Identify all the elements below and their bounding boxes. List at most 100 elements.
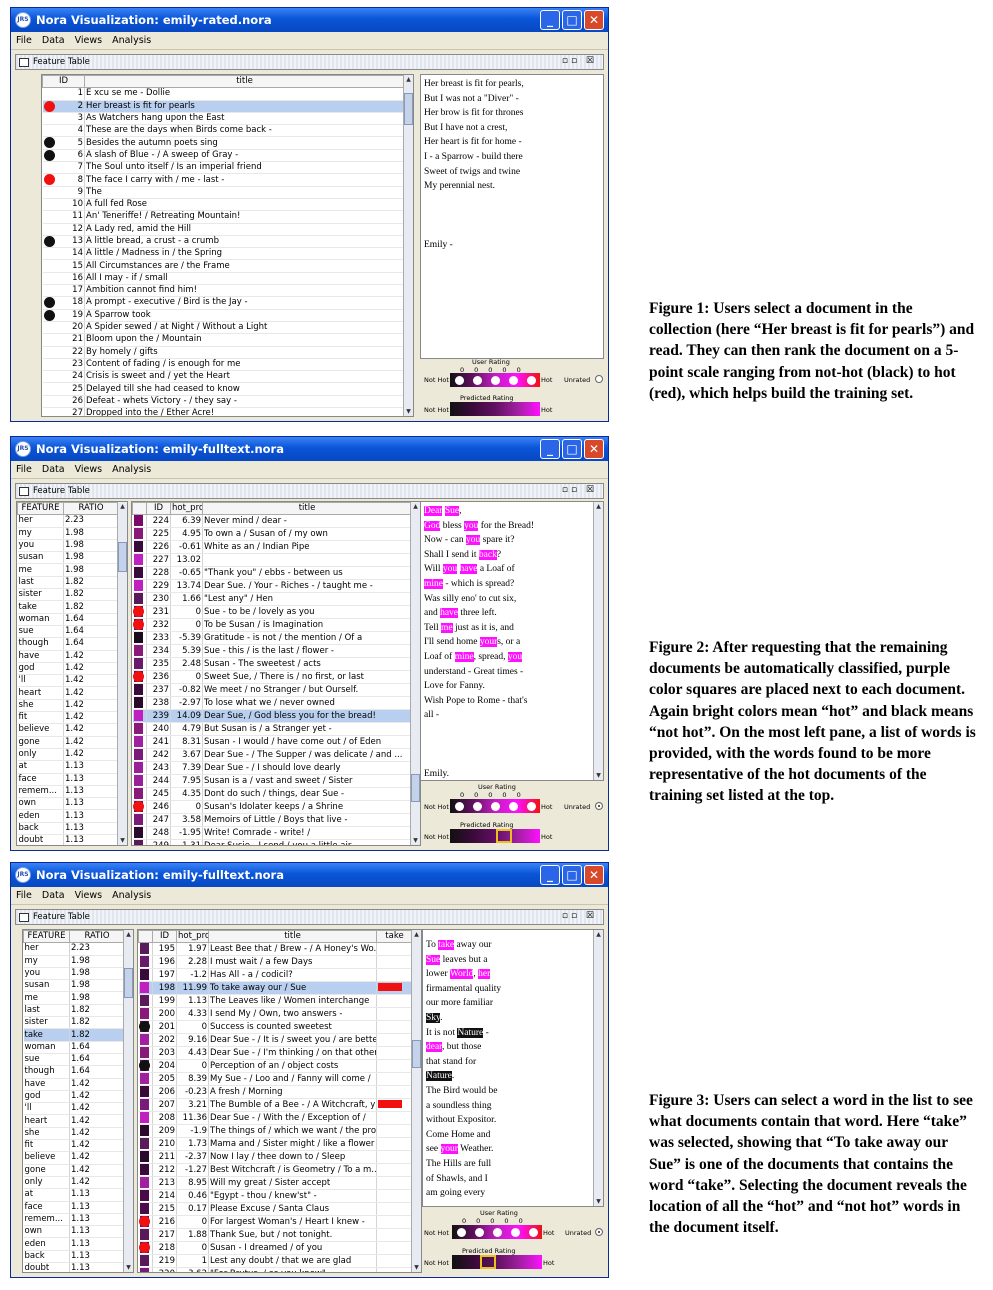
- menu-analysis[interactable]: Analysis: [112, 890, 152, 901]
- rating-radio-group[interactable]: [450, 799, 540, 813]
- scroll-thumb[interactable]: [412, 1040, 421, 1068]
- title-bar[interactable]: JRS Nora Visualization: emily-fulltext.n…: [11, 437, 608, 461]
- feature-scrollbar[interactable]: ▲ ▼: [123, 930, 133, 1272]
- scroll-up-icon[interactable]: ▲: [414, 931, 419, 938]
- scroll-down-icon[interactable]: ▼: [126, 1264, 131, 1271]
- table-scrollbar[interactable]: ▲ ▼: [403, 75, 413, 416]
- rating-radio-0[interactable]: [454, 801, 464, 811]
- col-title[interactable]: title: [208, 930, 377, 944]
- rating-radio-2[interactable]: [490, 375, 500, 385]
- frame-buttons-icon[interactable]: ▫▫ ☒: [561, 485, 597, 495]
- rating-radio-0[interactable]: [456, 1227, 466, 1237]
- rating-radio-3[interactable]: [508, 375, 518, 385]
- col-id[interactable]: ID: [152, 930, 177, 944]
- rating-radio-1[interactable]: [472, 801, 482, 811]
- frame-buttons-icon[interactable]: ▫▫ ☒: [561, 911, 597, 921]
- menu-analysis[interactable]: Analysis: [112, 464, 152, 475]
- rating-radio-4[interactable]: [526, 375, 536, 385]
- minimize-icon[interactable]: _: [540, 10, 560, 30]
- close-icon[interactable]: ✕: [584, 865, 604, 885]
- col-hot-prob[interactable]: hot_prob: [170, 502, 203, 516]
- rating-radio-group[interactable]: [450, 373, 540, 387]
- table-scrollbar[interactable]: ▲ ▼: [411, 930, 421, 1272]
- feature-table-frame-title[interactable]: Feature Table ▫▫ ☒: [15, 54, 604, 70]
- col-feature[interactable]: FEATURE: [17, 502, 64, 516]
- scroll-down-icon[interactable]: ▼: [413, 837, 418, 844]
- menu-analysis[interactable]: Analysis: [112, 35, 152, 46]
- rating-radio-0[interactable]: [454, 375, 464, 385]
- col-take[interactable]: take: [376, 930, 413, 944]
- minimize-icon[interactable]: _: [540, 865, 560, 885]
- rating-radio-2[interactable]: [490, 801, 500, 811]
- rating-radio-2[interactable]: [492, 1227, 502, 1237]
- rating-radio-4[interactable]: [526, 801, 536, 811]
- scroll-down-icon[interactable]: ▼: [406, 408, 411, 415]
- scroll-up-icon[interactable]: ▲: [406, 76, 411, 83]
- menu-data[interactable]: Data: [41, 464, 65, 475]
- table-row[interactable]: 2203.62"For Brutus, / as you know": [138, 1267, 413, 1272]
- feature-table-frame-title[interactable]: Feature Table ▫▫ ☒: [15, 909, 604, 925]
- text-scrollbar[interactable]: ▲ ▼: [593, 930, 603, 1206]
- menu-data[interactable]: Data: [41, 35, 65, 46]
- scroll-thumb[interactable]: [411, 774, 420, 802]
